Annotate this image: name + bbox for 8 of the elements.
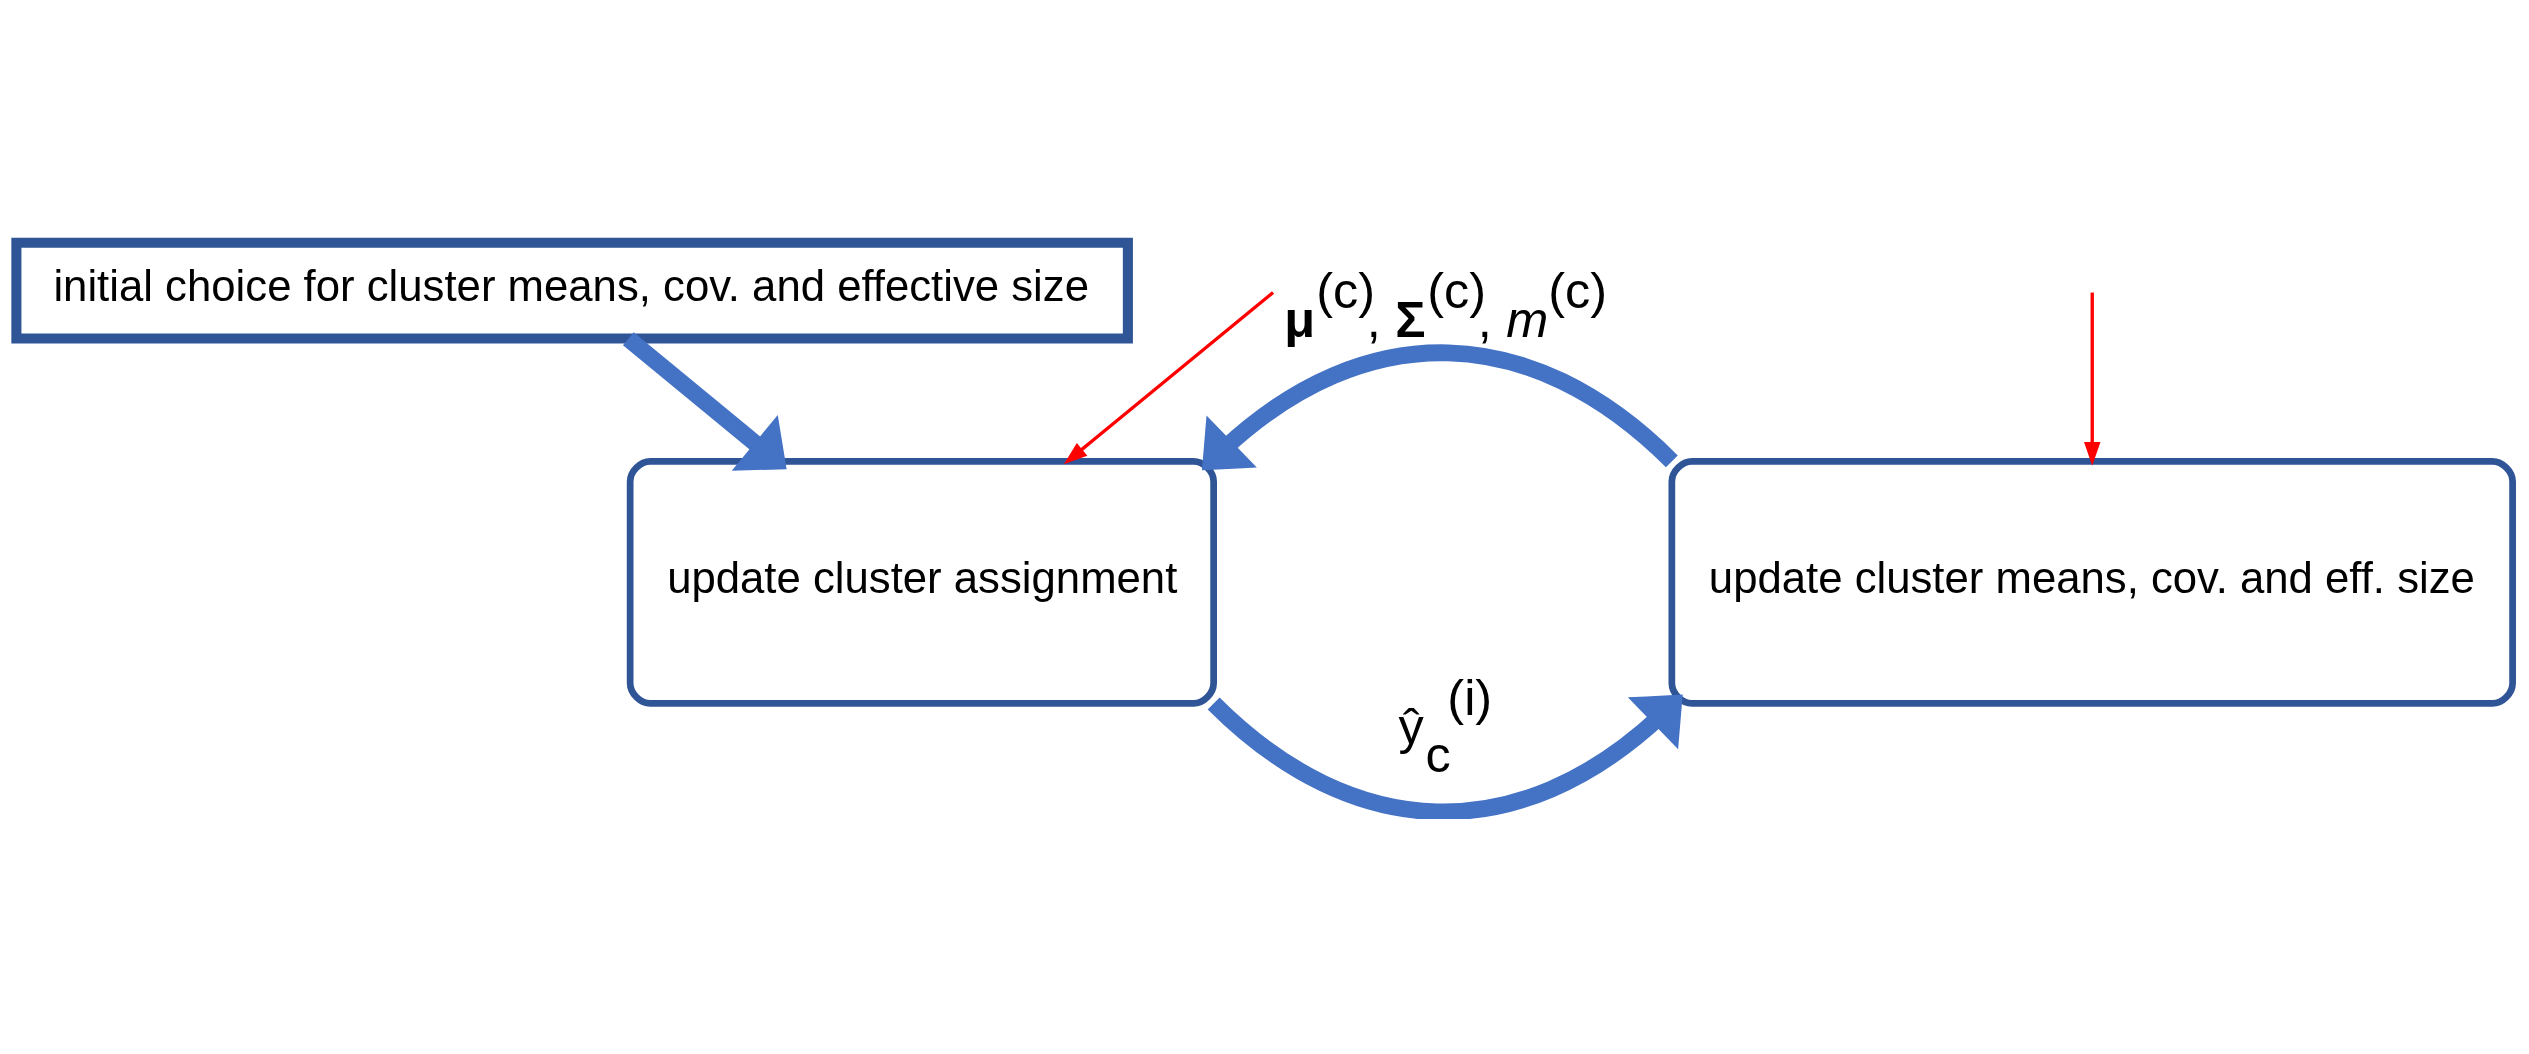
node-box: update cluster means, cov. and eff. size	[1668, 457, 2516, 707]
arrow	[1208, 694, 1683, 819]
arrow	[622, 331, 787, 471]
arrow	[1063, 290, 1275, 464]
node-box: update cluster assignment	[626, 457, 1217, 707]
arrow	[1201, 343, 1678, 470]
node-box: initial choice for cluster means, cov. and effective size	[11, 237, 1133, 344]
arrow	[2083, 292, 2101, 466]
